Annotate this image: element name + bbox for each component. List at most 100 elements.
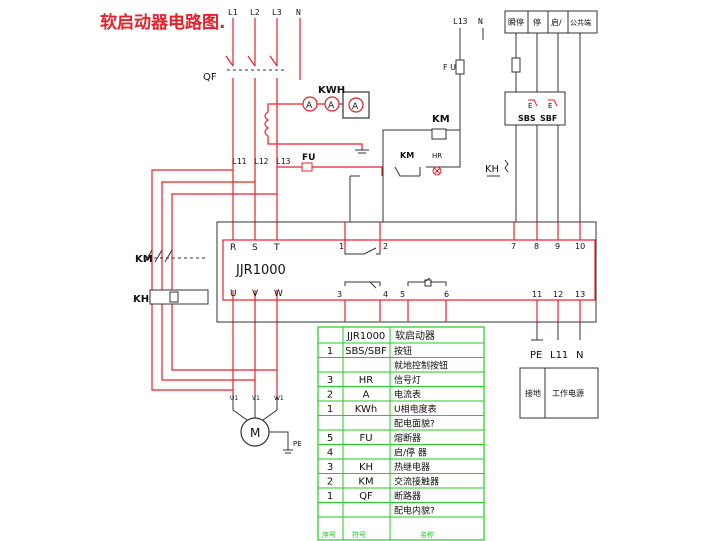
power-lines	[151, 18, 383, 395]
bom-cell-4-0: 1	[327, 404, 333, 415]
l11-label: L11	[232, 157, 247, 166]
km-left-label: KM	[135, 254, 153, 265]
km-coil	[431, 128, 447, 140]
bom-cell-10-2: 断路器	[394, 490, 421, 502]
bom-cell-3-0: 2	[327, 390, 333, 401]
ammeter-2-icon	[324, 96, 340, 112]
bom-cell-5-2: 配电面貌?	[394, 418, 435, 430]
bom-cell-0-2: 按钮	[394, 345, 412, 357]
w-label: W	[274, 289, 283, 299]
terminal-10: 10	[575, 242, 585, 251]
bom-cell-8-1: KH	[359, 462, 373, 473]
header-instant-stop: 瞬停	[508, 17, 524, 27]
r-label: R	[230, 243, 236, 253]
model-label: JJR1000	[235, 263, 286, 278]
ammeter-1-label: A	[306, 101, 313, 111]
header-start: 启/	[551, 17, 562, 27]
l3-label: L3	[272, 8, 282, 17]
bom-header-name: 软启动器	[395, 329, 435, 342]
u1-label: U1	[230, 395, 238, 402]
v-label: V	[252, 289, 259, 299]
motor-section	[232, 395, 293, 454]
bom-cell-3-1: A	[363, 390, 370, 401]
bom-cell-11-2: 配电内貌?	[394, 505, 435, 517]
internal-wiring	[344, 222, 581, 322]
u-label: U	[230, 289, 237, 299]
l2-label: L2	[250, 8, 260, 17]
bom-cell-6-1: FU	[359, 433, 372, 444]
kh-contact-label: KH	[485, 164, 499, 175]
fu-ctrl-label: F U	[443, 63, 456, 72]
terminal-2: 2	[383, 242, 388, 251]
l13-top-label: L13	[453, 17, 468, 26]
ammeter-1-icon	[302, 96, 318, 112]
header-common: 公共端	[570, 18, 591, 27]
side-ground: 接地	[525, 388, 541, 398]
s-label: S	[252, 243, 258, 253]
bom-cell-4-2: U相电度表	[394, 403, 437, 415]
sbs-label: SBS	[518, 114, 536, 123]
bom-cell-4-1: KWh	[355, 404, 377, 415]
t-label: T	[273, 243, 280, 253]
terminal-4: 4	[383, 290, 388, 299]
terminal-3: 3	[337, 290, 342, 299]
motor-label: M	[250, 426, 260, 440]
bom-cell-8-0: 3	[327, 462, 333, 473]
n-label: N	[296, 8, 301, 17]
w1-label: W1	[274, 395, 284, 402]
soft-starter-inner	[222, 239, 596, 301]
terminal-8: 8	[534, 242, 539, 251]
e2-label: E	[548, 102, 552, 110]
v1-label: V1	[252, 395, 260, 402]
l13-label: L13	[276, 157, 291, 166]
bom-cell-9-2: 交流接触器	[394, 476, 439, 488]
bom-cell-0-1: SBS/SBF	[345, 346, 387, 357]
bom-cell-10-0: 1	[327, 491, 333, 502]
side-power: 工作电源	[552, 388, 584, 398]
control-wiring	[349, 28, 500, 222]
terminal-11: 11	[532, 290, 542, 299]
l12-label: L12	[254, 157, 269, 166]
bom-cell-9-0: 2	[327, 477, 333, 488]
n-top-label: N	[478, 17, 483, 26]
bypass-contactor	[144, 249, 209, 305]
bom-cell-6-2: 熔断器	[394, 432, 421, 444]
qf-label: QF	[203, 72, 217, 83]
terminal-1: 1	[339, 242, 344, 251]
fu-label: FU	[302, 153, 315, 163]
sbs-sbf-box	[504, 91, 566, 126]
terminal-6: 6	[444, 290, 449, 299]
bom-cell-9-1: KM	[358, 477, 373, 488]
output-wiring	[531, 322, 581, 341]
fu-fuse	[301, 162, 313, 172]
terminal-12: 12	[553, 290, 563, 299]
bom-footer-name: 名称	[420, 530, 434, 539]
km-contact-label: KM	[400, 151, 414, 160]
ammeter-3-label: A	[352, 102, 359, 112]
bom-cell-0-0: 1	[327, 346, 333, 357]
pe-motor-label: PE	[293, 440, 302, 448]
l11-out-label: L11	[550, 350, 568, 361]
bom-cell-3-2: 电流表	[394, 389, 421, 401]
control-header	[504, 10, 598, 34]
bom-header-model: JJR1000	[346, 331, 385, 342]
e1-label: E	[528, 102, 532, 110]
hr-label: HR	[432, 152, 442, 160]
bom-cell-8-2: 热继电器	[394, 461, 430, 473]
terminal-13: 13	[575, 290, 585, 299]
control-terminal-lines	[511, 33, 581, 222]
kwh-label: KWH	[318, 85, 345, 96]
bom-cell-7-0: 4	[327, 448, 333, 459]
kh-contact-icon	[504, 159, 509, 173]
bom-footer-index: 序号	[322, 530, 336, 539]
terminal-5: 5	[400, 290, 405, 299]
ammeter-2-label: A	[328, 101, 335, 111]
ammeter-3-icon	[348, 97, 364, 113]
km-coil-label: KM	[432, 114, 450, 125]
terminal-7: 7	[511, 242, 516, 251]
bom-cell-7-2: 启/停 器	[394, 447, 427, 459]
bom-cell-1-2: 就地控制按钮	[394, 360, 448, 372]
power-side-box	[519, 367, 599, 419]
